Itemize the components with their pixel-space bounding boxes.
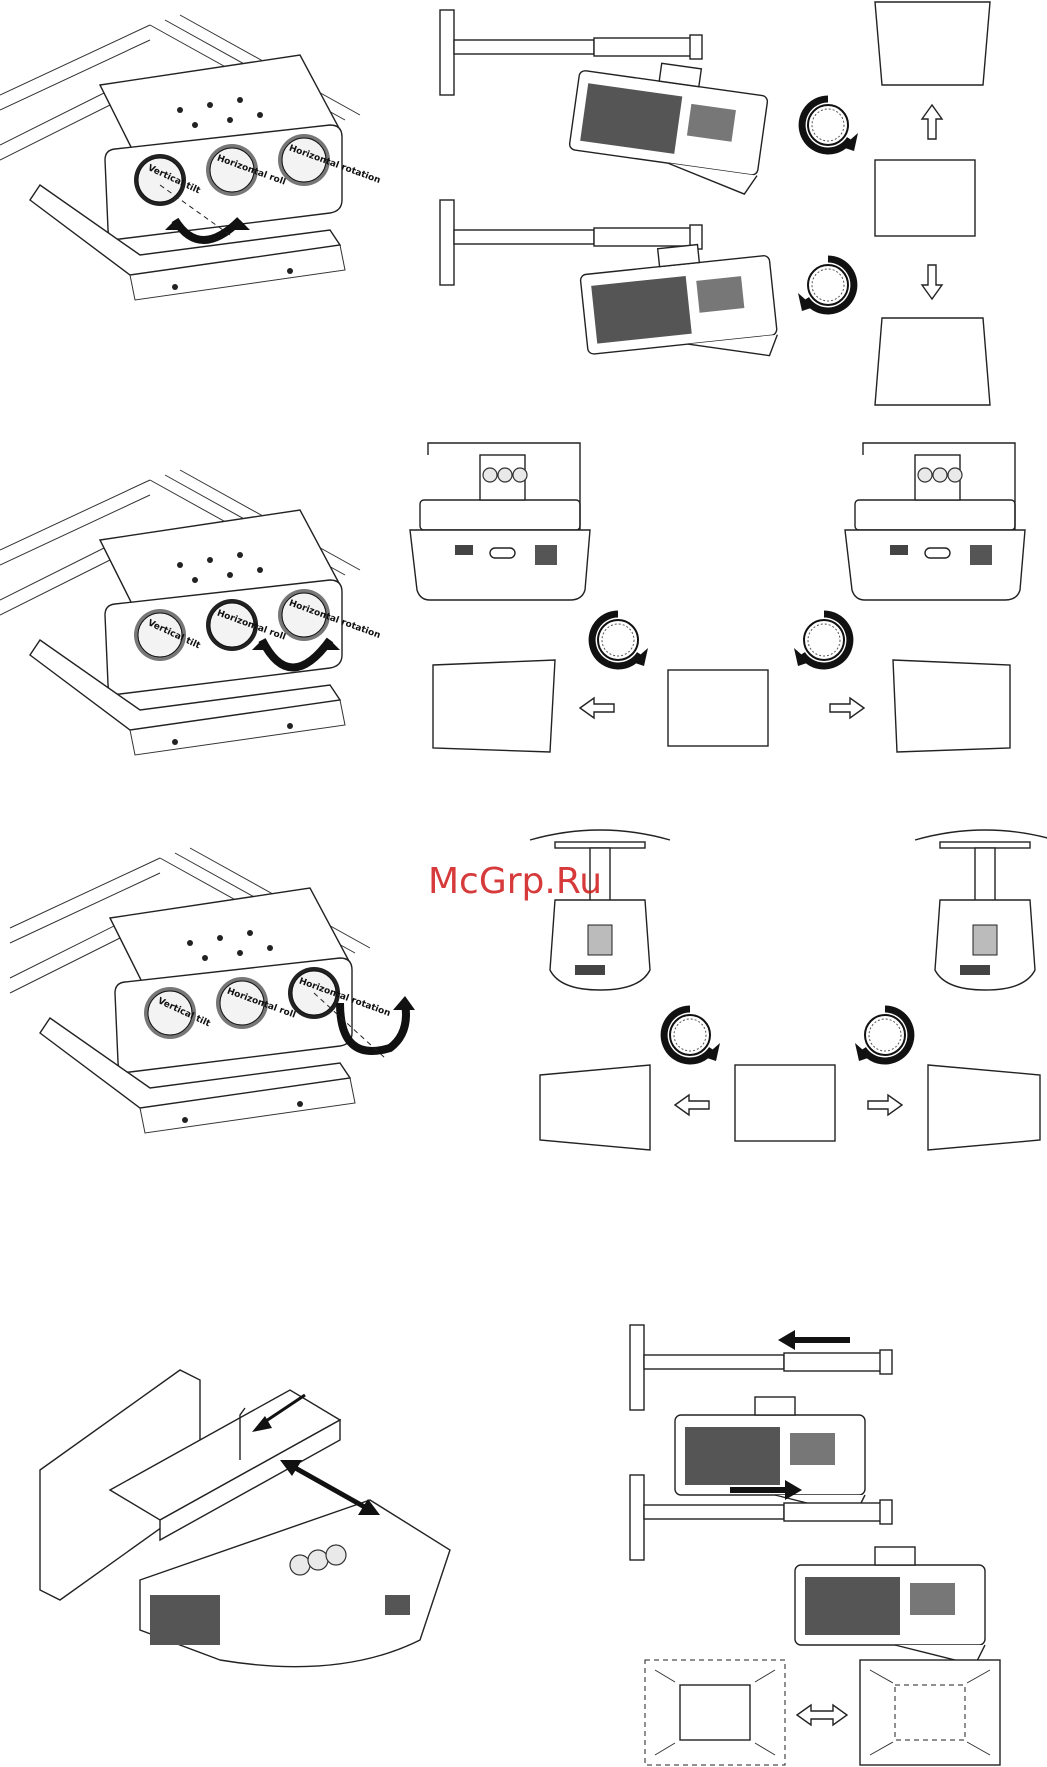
rotate-ccw-icon — [664, 1009, 720, 1061]
screen-normal — [735, 1065, 835, 1141]
arrow-down-icon — [922, 265, 942, 299]
projector-front-right — [845, 443, 1025, 600]
screen-keystone-bottom — [875, 318, 990, 405]
double-arrow-icon — [797, 1705, 847, 1725]
mount-horizontal-roll: Vertical tilt Horizontal roll Horizontal… — [0, 470, 382, 755]
projector-arm-extend — [630, 1475, 985, 1665]
projector-top-left — [530, 830, 670, 990]
arrow-left-icon — [778, 1330, 795, 1350]
arrow-right-icon — [830, 698, 864, 718]
screen-normal — [875, 160, 975, 236]
projector-arm-retract — [630, 1325, 892, 1515]
rotate-cw-icon — [798, 259, 854, 311]
rotate-cw-icon — [855, 1009, 911, 1061]
projector-tilt-up — [440, 10, 771, 195]
projector-top-right — [915, 830, 1047, 990]
screen-keystone-top — [875, 2, 990, 85]
projector-wall-mount-perspective — [40, 1370, 450, 1667]
screen-normal — [668, 670, 768, 746]
projector-tilt-down — [440, 200, 779, 374]
rotate-ccw-icon — [592, 614, 648, 666]
mount-horizontal-rotation: Vertical tilt Horizontal roll Horizontal… — [10, 848, 415, 1133]
projector-front-left — [410, 443, 590, 600]
screen-roll-right — [893, 660, 1010, 752]
screen-rotation-left — [540, 1065, 650, 1150]
screen-roll-left — [433, 660, 555, 752]
mount-vertical-tilt: Vertical tilt Horizontal roll Horizontal… — [0, 15, 382, 300]
watermark-text: McGrp.Ru — [428, 861, 602, 902]
arrow-left-icon — [580, 698, 614, 718]
arrow-up-icon — [922, 105, 942, 139]
arrow-right-icon — [868, 1095, 902, 1115]
arrow-left-icon — [675, 1095, 709, 1115]
rotate-cw-icon — [794, 614, 850, 666]
screen-rotation-right — [928, 1065, 1040, 1150]
slide-arrow-icon — [290, 1465, 370, 1510]
screen-size-comparison — [645, 1660, 1000, 1765]
rotate-ccw-icon — [802, 99, 858, 151]
